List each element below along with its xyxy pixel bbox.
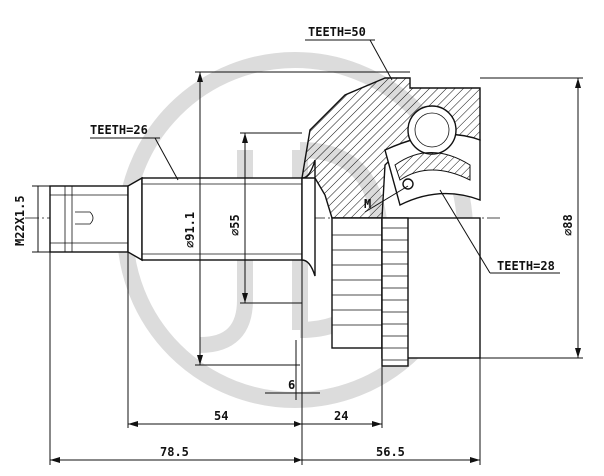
marker-label: M [364,197,371,211]
inner-race [384,105,481,207]
teeth-housing-label: TEETH=50 [308,25,366,39]
splined-shaft [141,159,316,277]
seal-diameter: ⌀55 [228,214,242,236]
right-total-dimension: 56.5 [376,445,405,459]
ring-length-dimension: 24 [334,409,348,423]
outer-diameter: ⌀88 [561,214,575,236]
teeth-inner-label: TEETH=28 [497,259,555,273]
left-total-dimension: 78.5 [160,445,189,459]
threaded-stub [49,176,143,262]
gap-dimension: 6 [288,378,295,392]
arrowheads [50,72,581,463]
dimension-lines [32,39,583,465]
teeth-shaft-label: TEETH=26 [90,123,148,137]
shaft-diameter: ⌀91.1 [183,212,197,248]
shaft-length-dimension: 54 [214,409,228,423]
thread-dimension: M22X1.5 [13,195,27,246]
